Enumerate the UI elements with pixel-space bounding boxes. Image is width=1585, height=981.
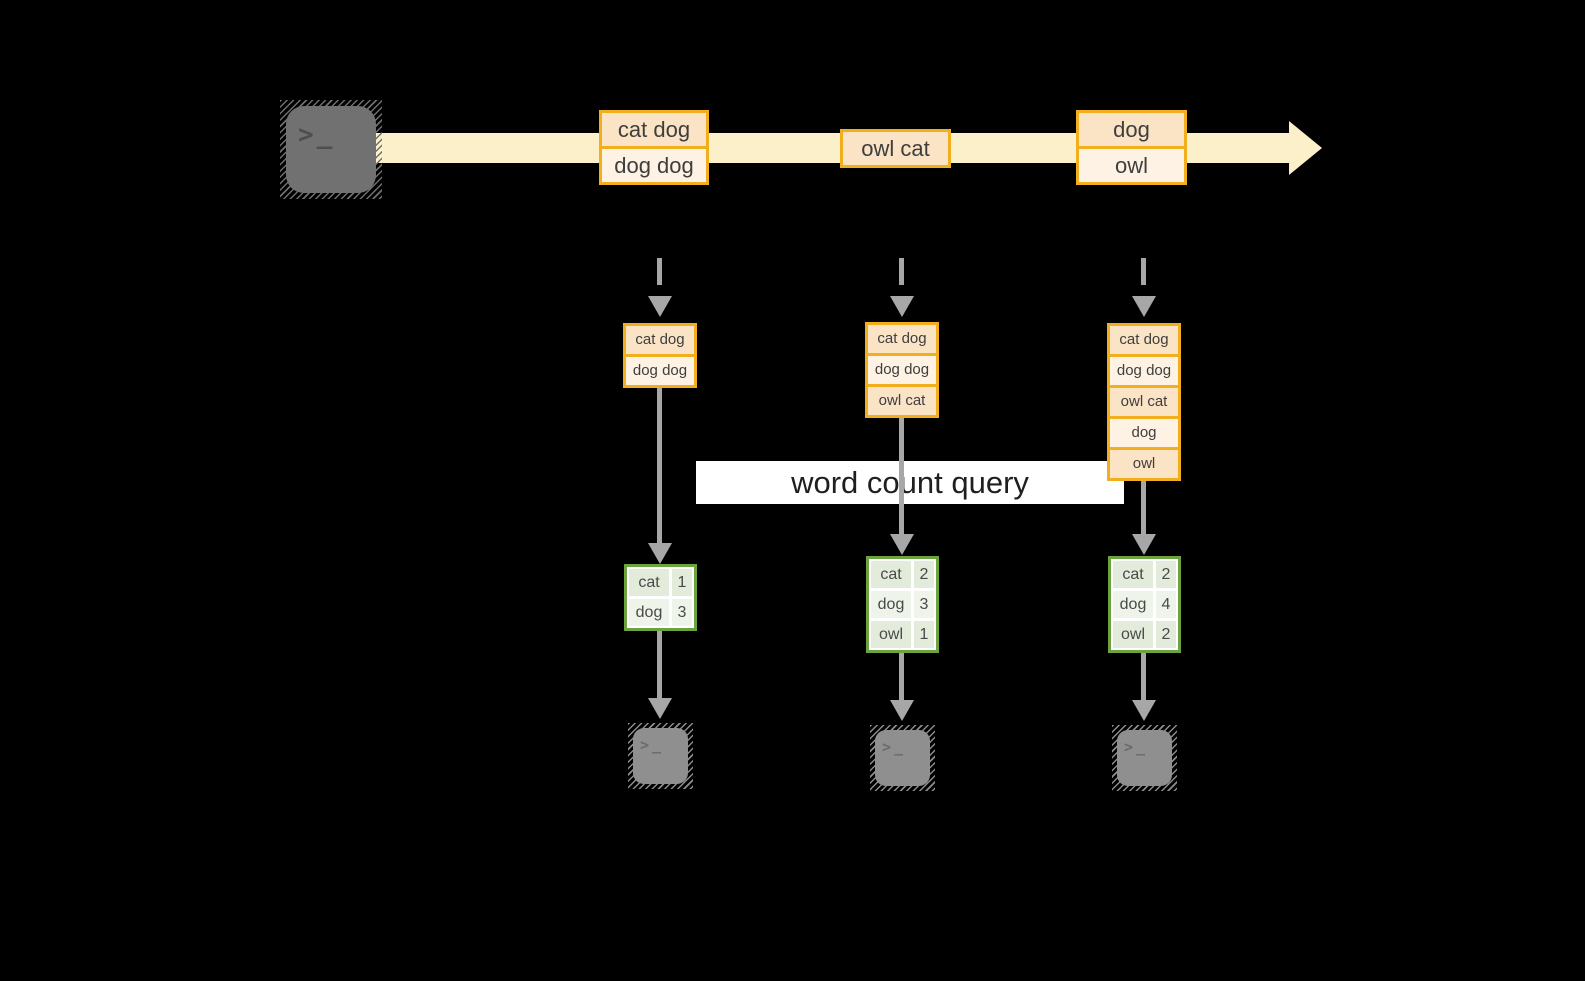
count-value-cell: 3 <box>672 599 692 626</box>
count-word-cell: dog <box>629 599 669 626</box>
terminal-screen <box>633 728 688 784</box>
buffer-row: dog dog <box>868 353 936 384</box>
dashed-arrow <box>899 258 904 285</box>
count-word-cell: cat <box>629 569 669 596</box>
buffer-stack-3: cat dog dog dog owl cat dog owl <box>1107 323 1181 481</box>
terminal-screen <box>286 106 376 193</box>
source-terminal-icon: >_ <box>280 100 382 199</box>
buffer-row: cat dog <box>626 326 694 354</box>
count-value-cell: 4 <box>1156 591 1176 618</box>
terminal-prompt-icon: >_ <box>1124 738 1149 756</box>
count-value-cell: 2 <box>1156 561 1176 588</box>
buffer-stack-2: cat dog dog dog owl cat <box>865 322 939 418</box>
count-table-3: cat 2 dog 4 owl 2 <box>1108 556 1181 653</box>
flow-arrow <box>899 418 904 534</box>
terminal-prompt-icon: >_ <box>882 738 907 756</box>
dashed-arrowhead-icon <box>1132 296 1156 317</box>
count-word-cell: dog <box>1113 591 1153 618</box>
dashed-arrowhead-icon <box>648 296 672 317</box>
flow-arrow <box>1141 481 1146 534</box>
flow-arrowhead-icon <box>890 700 914 721</box>
count-value-cell: 1 <box>672 569 692 596</box>
buffer-stack-1: cat dog dog dog <box>623 323 697 388</box>
flow-arrow <box>657 631 662 698</box>
sink-terminal-icon: >_ <box>1112 725 1177 791</box>
flow-arrow <box>899 653 904 700</box>
sink-terminal-icon: >_ <box>870 725 935 791</box>
flow-arrowhead-icon <box>1132 534 1156 555</box>
stream-event-group-3: dog owl <box>1076 110 1187 185</box>
query-banner: word count query <box>696 461 1124 504</box>
flow-arrowhead-icon <box>648 543 672 564</box>
buffer-row: owl cat <box>868 384 936 415</box>
dashed-arrowhead-icon <box>890 296 914 317</box>
count-value-cell: 2 <box>914 561 934 588</box>
flow-arrowhead-icon <box>648 698 672 719</box>
stream-event-row: owl <box>1079 146 1184 182</box>
buffer-row: dog dog <box>1110 354 1178 385</box>
buffer-row: owl cat <box>1110 385 1178 416</box>
terminal-screen <box>1117 730 1172 786</box>
stream-event-row: owl cat <box>843 132 948 165</box>
flow-arrowhead-icon <box>890 534 914 555</box>
count-value-cell: 1 <box>914 621 934 648</box>
buffer-row: cat dog <box>868 325 936 353</box>
terminal-screen <box>875 730 930 786</box>
dashed-arrow <box>1141 258 1146 285</box>
sink-terminal-icon: >_ <box>628 723 693 789</box>
terminal-prompt-icon: >_ <box>640 736 665 754</box>
terminal-prompt-icon: >_ <box>298 120 336 150</box>
count-value-cell: 2 <box>1156 621 1176 648</box>
buffer-row: owl <box>1110 447 1178 478</box>
buffer-row: dog <box>1110 416 1178 447</box>
stream-event-row: dog dog <box>602 146 706 182</box>
stream-event-row: cat dog <box>602 113 706 146</box>
count-word-cell: dog <box>871 591 911 618</box>
count-table-2: cat 2 dog 3 owl 1 <box>866 556 939 653</box>
stream-event-group-1: cat dog dog dog <box>599 110 709 185</box>
stream-event-group-2: owl cat <box>840 129 951 168</box>
count-word-cell: owl <box>871 621 911 648</box>
buffer-row: dog dog <box>626 354 694 385</box>
count-table-1: cat 1 dog 3 <box>624 564 697 631</box>
flow-arrow <box>1141 653 1146 700</box>
count-word-cell: cat <box>871 561 911 588</box>
count-value-cell: 3 <box>914 591 934 618</box>
buffer-row: cat dog <box>1110 326 1178 354</box>
stream-arrowhead-icon <box>1289 121 1322 175</box>
flow-arrowhead-icon <box>1132 700 1156 721</box>
flow-arrow <box>657 388 662 543</box>
stream-event-row: dog <box>1079 113 1184 146</box>
dashed-arrow <box>657 258 662 285</box>
count-word-cell: cat <box>1113 561 1153 588</box>
count-word-cell: owl <box>1113 621 1153 648</box>
